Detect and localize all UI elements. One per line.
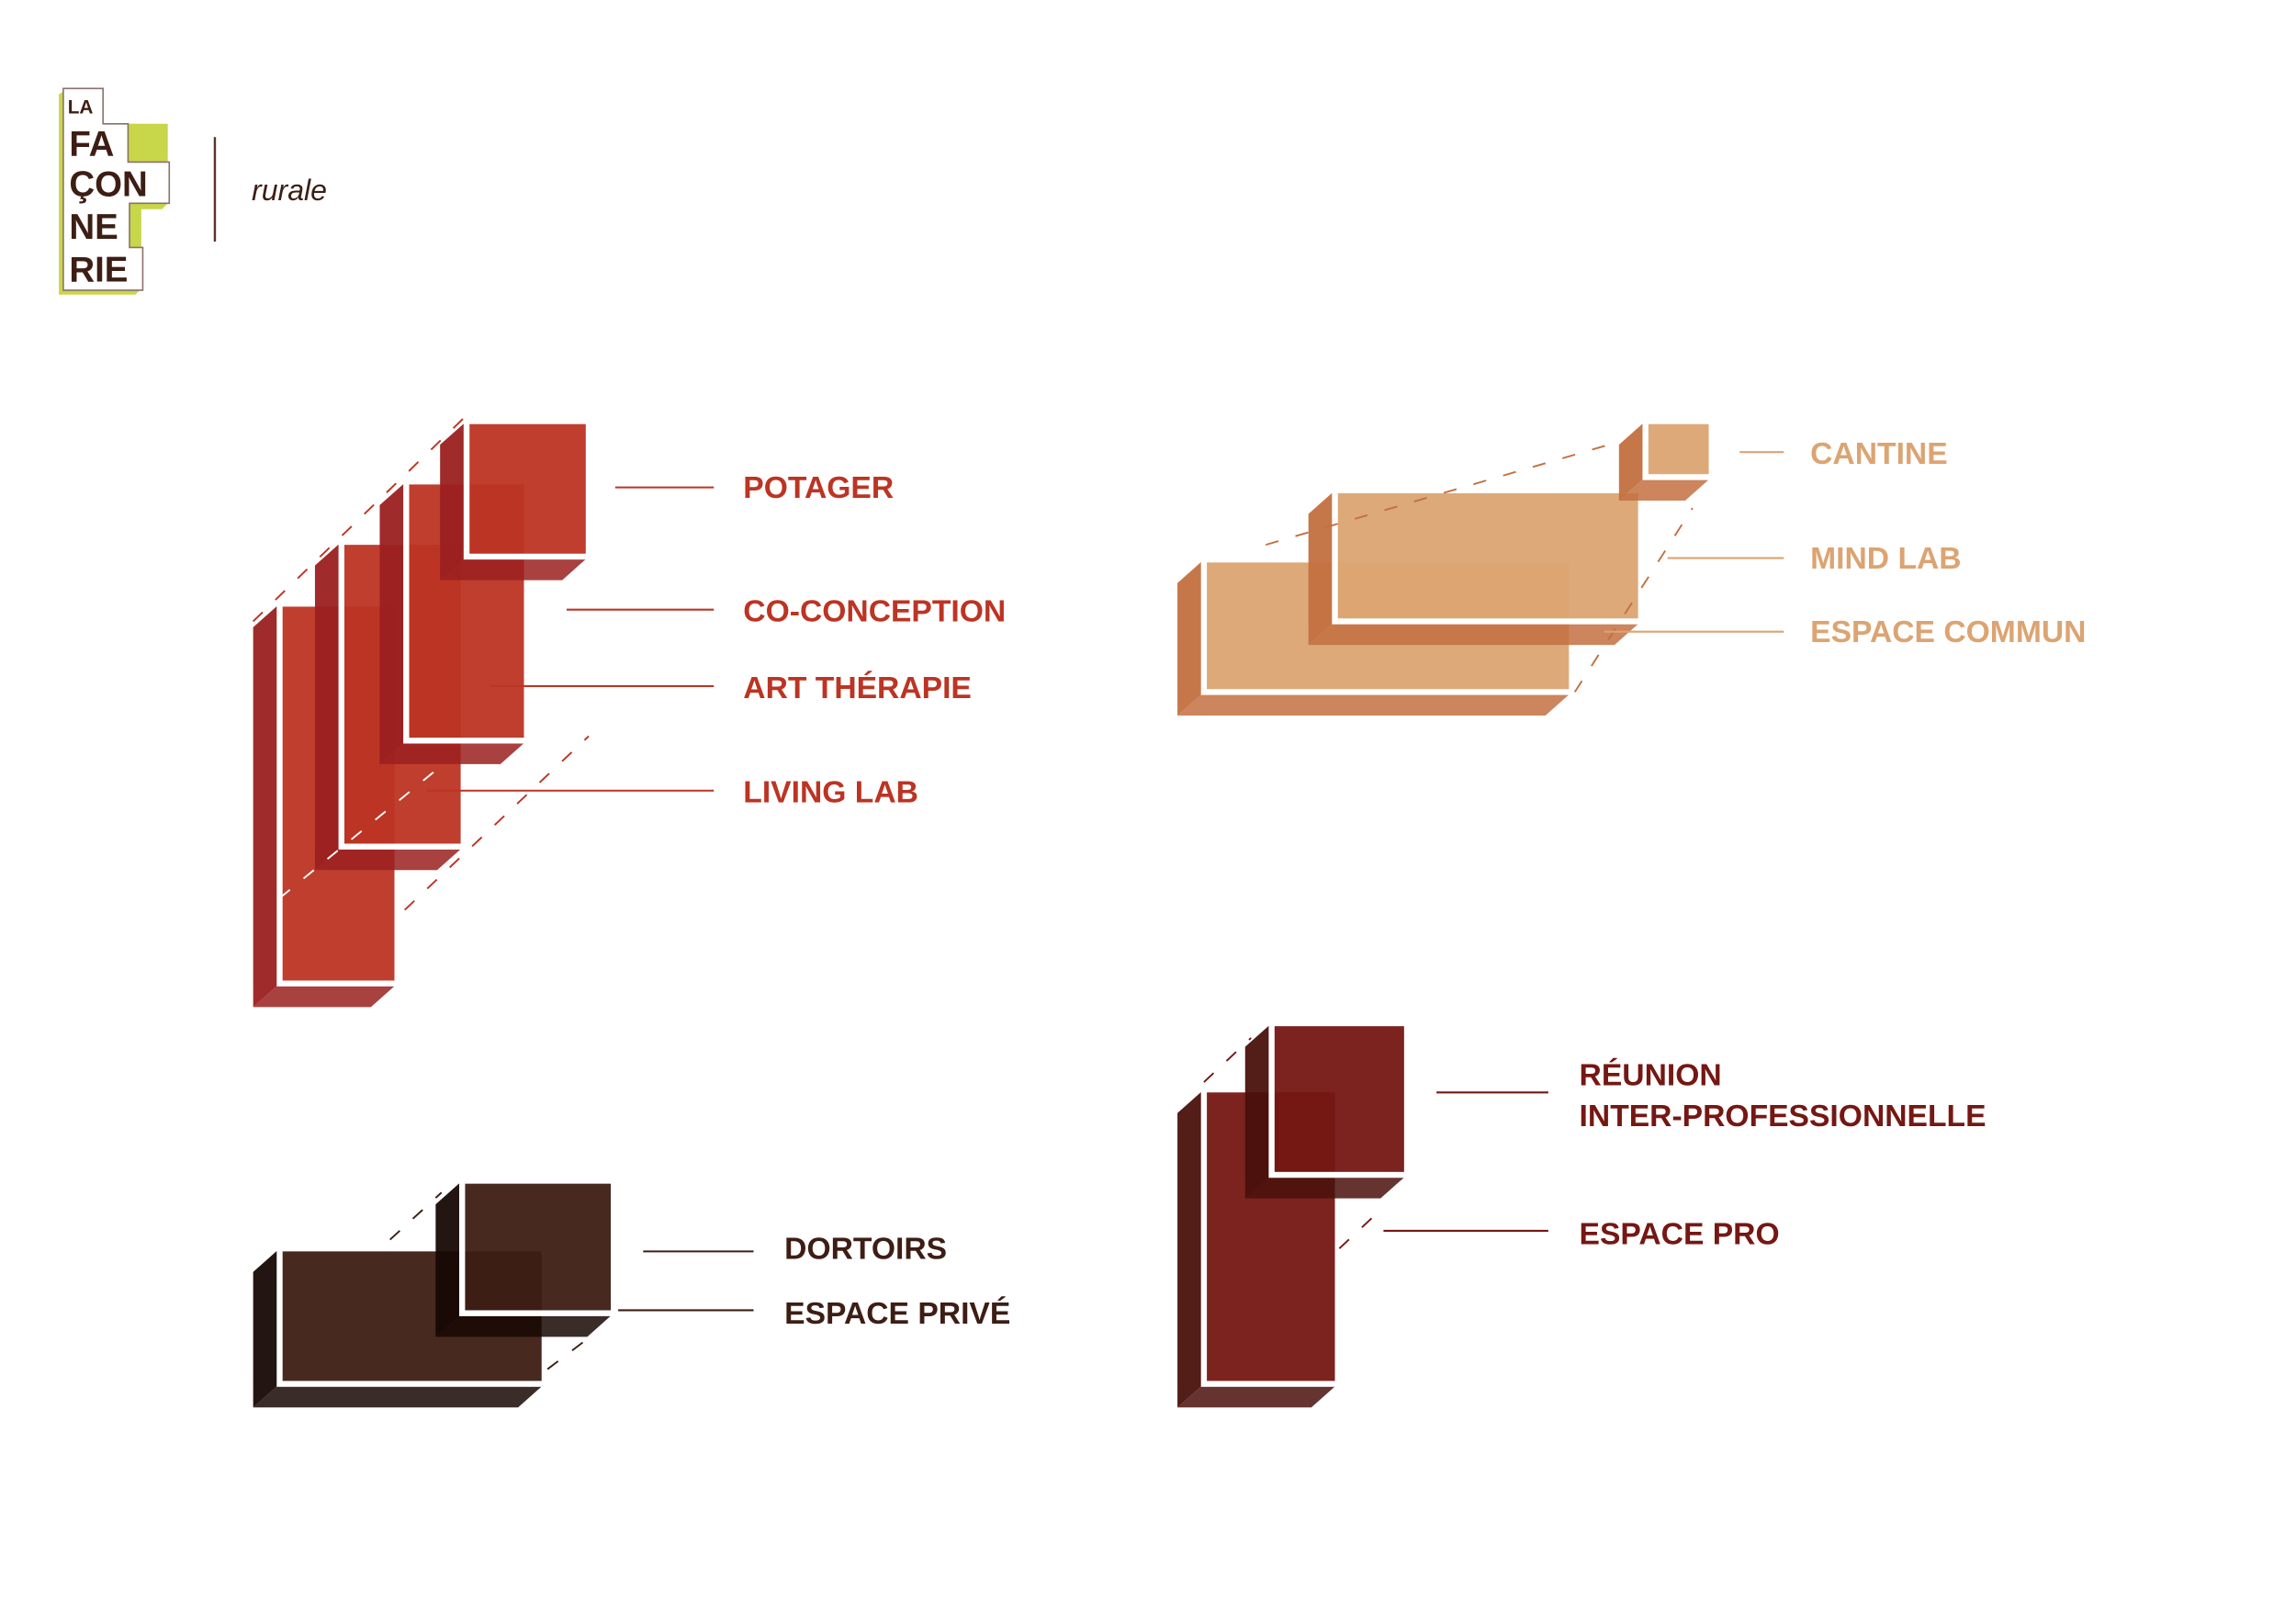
box-espace-pro-side (1177, 1089, 1204, 1408)
box-espace-pro-bottom (1177, 1383, 1338, 1408)
logo-subtitle: rurale (252, 174, 327, 207)
dash-maroon-bottom (1338, 1206, 1385, 1249)
dash-tan-bottom (1573, 507, 1694, 693)
box-reunion-bottom (1244, 1175, 1408, 1199)
box-reunion-face (1268, 1020, 1411, 1179)
box-living-lab-bottom (253, 983, 398, 1008)
label-espace-pro: ESPACE PRO (1580, 1217, 1780, 1251)
dash-brown-bottom (546, 1331, 597, 1370)
group-brown-labels: DORTOIRS ESPACE PRIVÉ (784, 1232, 1010, 1331)
logo-frame (62, 87, 171, 291)
box-mind-lab-bottom (1308, 621, 1641, 646)
box-espace-commun-side (1177, 559, 1204, 716)
logo-line-fa: FA (69, 125, 114, 164)
box-mind-lab-side (1308, 490, 1335, 646)
group-maroon-labels: RÉUNION INTER-PROFESSIONNELLE ESPACE PRO (1580, 1057, 1986, 1251)
label-potager: POTAGER (743, 471, 894, 505)
label-inter-professionnelle: INTER-PROFESSIONNELLE (1580, 1100, 1986, 1133)
box-espace-prive-bottom (253, 1383, 545, 1408)
box-co-conception-side (379, 481, 407, 764)
box-cantine-face (1642, 418, 1715, 480)
box-potager-face (463, 418, 592, 560)
label-art-therapie: ART THÉRAPIE (743, 671, 972, 705)
label-mind-lab: MIND LAB (1810, 542, 1961, 576)
box-co-conception-bottom (379, 740, 527, 764)
box-potager-bottom (440, 556, 590, 581)
label-co-conception: CO-CONCEPTION (743, 594, 1006, 628)
logo-line-ne: NE (69, 208, 118, 247)
box-art-therapie-bottom (314, 846, 464, 871)
dash-red-bottom (404, 735, 590, 911)
label-reunion: RÉUNION (1580, 1057, 1722, 1092)
logo-line-rie: RIE (69, 250, 128, 289)
label-dortoirs: DORTOIRS (784, 1232, 947, 1266)
box-cantine-bottom (1618, 477, 1712, 502)
dash-maroon-top (1203, 1037, 1252, 1083)
block-diagrams (252, 417, 1784, 1408)
box-reunion-side (1244, 1022, 1272, 1199)
label-living-lab: LIVING LAB (743, 776, 918, 810)
box-dortoirs-side (435, 1180, 463, 1337)
box-potager-side (440, 421, 467, 581)
dash-red-inner (278, 764, 443, 899)
group-red-labels: POTAGER CO-CONCEPTION ART THÉRAPIE LIVIN… (743, 471, 1006, 810)
box-living-lab-side (253, 603, 280, 1008)
box-espace-commun-bottom (1177, 692, 1572, 716)
box-espace-prive-side (253, 1248, 280, 1408)
box-mind-lab-face (1332, 487, 1645, 625)
box-cantine-side (1618, 421, 1646, 502)
box-art-therapie-side (314, 541, 342, 871)
logo: LA FA ÇON NE RIE rurale (59, 87, 327, 295)
box-dortoirs-face (459, 1178, 617, 1316)
label-cantine: CANTINE (1810, 437, 1948, 471)
box-dortoirs-bottom (435, 1313, 614, 1337)
label-espace-commun: ESPACE COMMUN (1810, 615, 2086, 649)
logo-line-con: ÇON (69, 164, 147, 204)
label-espace-prive: ESPACE PRIVÉ (784, 1296, 1010, 1331)
dash-brown-top (389, 1191, 443, 1241)
group-tan-labels: CANTINE MIND LAB ESPACE COMMUN (1810, 437, 2086, 649)
logo-line-la: LA (68, 97, 94, 118)
